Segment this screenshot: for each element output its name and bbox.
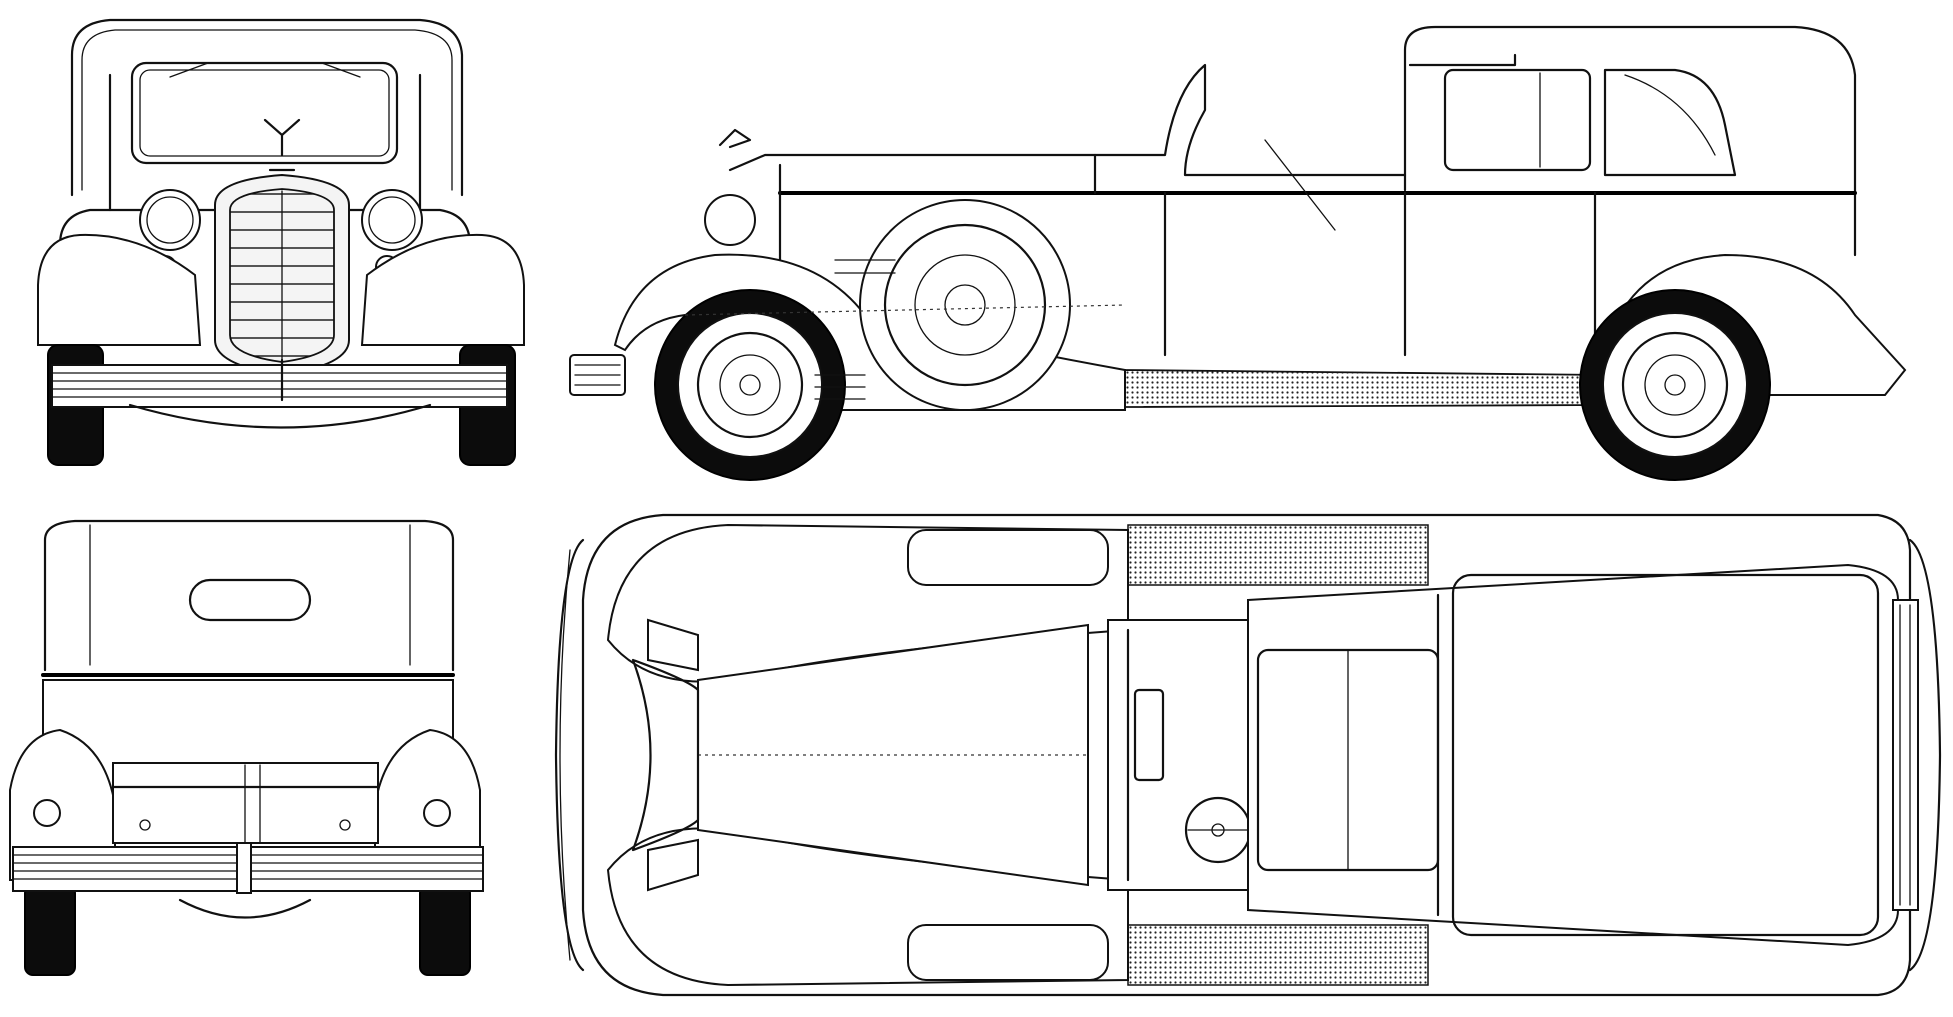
hood-ornament-icon bbox=[263, 118, 301, 172]
front-view bbox=[37, 18, 525, 466]
front-fender-left bbox=[37, 233, 202, 346]
front-wheel-side bbox=[654, 289, 846, 481]
front-bumper bbox=[51, 364, 508, 408]
rear-window bbox=[188, 578, 312, 622]
side-rear-cabin bbox=[1403, 25, 1857, 257]
rear-fender-left bbox=[9, 728, 116, 881]
spare-wheel-top-right bbox=[907, 924, 1109, 981]
tail-lamp-right-icon bbox=[423, 799, 451, 827]
chauffeur-compartment bbox=[1093, 63, 1407, 177]
running-board-top-right bbox=[1127, 924, 1429, 986]
rear-wheel-side bbox=[1579, 289, 1771, 481]
quarter-window bbox=[1603, 68, 1737, 177]
hood-ornament-side-icon bbox=[718, 128, 752, 149]
roof-panel-top bbox=[1451, 573, 1880, 937]
headlamp-top-right-icon bbox=[647, 838, 699, 892]
spare-wheel bbox=[859, 199, 1071, 411]
front-windshield bbox=[130, 61, 399, 165]
hood-louvers bbox=[814, 259, 896, 400]
rear-view bbox=[9, 519, 484, 976]
rear-bumper-top bbox=[1908, 538, 1942, 972]
front-fender-right bbox=[360, 233, 525, 346]
headlamp-left-icon bbox=[139, 189, 201, 251]
radiator-top bbox=[631, 658, 700, 852]
rear-tyre-right bbox=[419, 884, 471, 976]
headlamp-side-icon bbox=[704, 194, 756, 246]
rear-tyre-left bbox=[24, 884, 76, 976]
front-bumper-side bbox=[569, 354, 626, 396]
spare-wheel-top-left bbox=[907, 529, 1109, 586]
rear-door-window bbox=[1443, 68, 1592, 172]
side-view bbox=[569, 25, 1907, 481]
top-view bbox=[554, 513, 1942, 997]
luggage-rack bbox=[111, 762, 380, 844]
side-body-panel bbox=[1163, 191, 1597, 357]
rear-compartment-top bbox=[1247, 563, 1899, 947]
running-board-top-left bbox=[1127, 524, 1429, 586]
rear-luggage-rack-top bbox=[1892, 599, 1919, 911]
running-board bbox=[1124, 369, 1606, 408]
tail-lamp-left-icon bbox=[33, 799, 61, 827]
front-bumper-top bbox=[554, 538, 585, 972]
top-body-outline bbox=[581, 513, 1912, 997]
rear-roof-outline bbox=[43, 519, 455, 672]
front-roof-outline bbox=[70, 18, 464, 197]
side-hood bbox=[728, 153, 1097, 195]
headlamp-top-left-icon bbox=[647, 618, 699, 672]
headlamp-right-icon bbox=[361, 189, 423, 251]
